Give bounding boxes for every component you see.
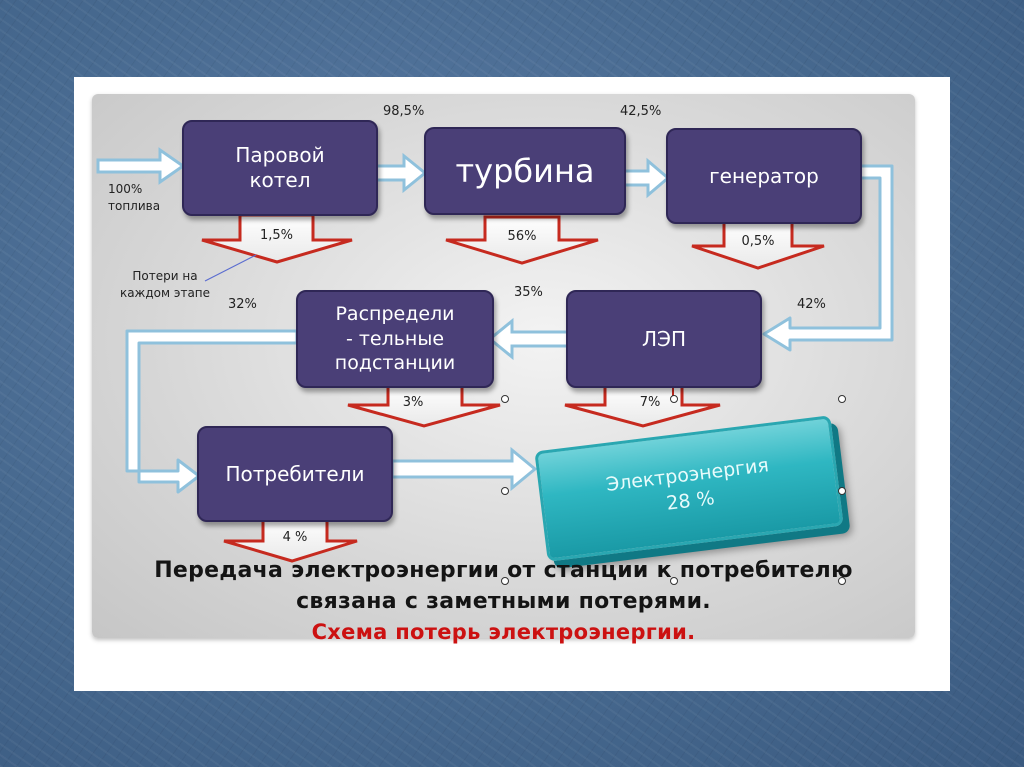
- turbine-label: турбина: [455, 152, 595, 190]
- selection-handle-top-mid[interactable]: [670, 395, 678, 403]
- loss-line-value: 7%: [639, 395, 661, 410]
- flow-arrow-generator-line: [762, 164, 894, 352]
- efficiency-generator: 42%: [797, 297, 826, 312]
- boiler-label-line1: Паровой: [235, 143, 325, 167]
- input-label-line1: 100%: [108, 182, 143, 196]
- loss-note-pointer: [204, 254, 257, 282]
- distribution-label-line1: Распредели: [335, 302, 455, 325]
- loss-arrow-boiler: [201, 213, 353, 264]
- loss-note-line1: Потери на: [132, 269, 198, 283]
- selection-handle-top-left[interactable]: [501, 395, 509, 403]
- flow-arrow-boiler-turbine: [374, 152, 428, 194]
- input-label: 100% топлива: [108, 181, 160, 216]
- flow-arrow-consumers-result: [390, 446, 538, 492]
- flow-arrow-distribution-consumers: [125, 329, 299, 494]
- loss-generator-value: 0,5%: [741, 234, 775, 249]
- input-arrow: [96, 147, 186, 185]
- result-value: 28 %: [665, 486, 716, 515]
- selection-handle-mid-left[interactable]: [501, 487, 509, 495]
- input-label-line2: топлива: [108, 199, 161, 214]
- generator-label: генератор: [709, 163, 819, 188]
- loss-note: Потери на каждом этапе: [110, 268, 220, 302]
- power-line-box: ЛЭП: [566, 290, 762, 388]
- efficiency-boiler: 98,5%: [383, 104, 425, 119]
- caption-line3: Схема потерь электроэнергии.: [311, 620, 696, 644]
- loss-turbine-value: 56%: [507, 229, 537, 244]
- efficiency-line: 35%: [514, 285, 543, 300]
- selection-handle-bottom-mid[interactable]: [670, 577, 678, 585]
- efficiency-distribution: 32%: [228, 297, 257, 312]
- distribution-box: Распредели - тельные подстанции: [296, 290, 494, 388]
- selection-handle-bottom-right[interactable]: [838, 577, 846, 585]
- power-line-label: ЛЭП: [641, 326, 687, 351]
- efficiency-turbine: 42,5%: [620, 104, 662, 119]
- loss-consumers-value: 4 %: [282, 530, 308, 545]
- boiler-label-line2: котел: [249, 168, 311, 192]
- caption-line1: Передача электроэнергии от станции к пот…: [154, 558, 853, 583]
- boiler-box: Паровой котел: [182, 120, 378, 216]
- flow-arrow-turbine-generator: [622, 157, 671, 199]
- loss-arrow-generator: [691, 219, 825, 270]
- consumers-label: Потребители: [225, 461, 365, 486]
- generator-box: генератор: [666, 128, 862, 224]
- flow-arrow-line-distribution: [487, 317, 570, 361]
- loss-arrow-turbine: [445, 215, 599, 265]
- selection-handle-top-right[interactable]: [838, 395, 846, 403]
- turbine-box: турбина: [424, 127, 626, 215]
- loss-boiler-value: 1,5%: [259, 228, 294, 243]
- loss-distribution-value: 3%: [402, 395, 424, 410]
- caption-line2: связана с заметными потерями.: [296, 589, 711, 614]
- loss-arrow-line: [564, 383, 721, 428]
- selection-handle-mid-right[interactable]: [838, 487, 846, 495]
- consumers-box: Потребители: [197, 426, 393, 522]
- selection-handle-bottom-left[interactable]: [501, 577, 509, 585]
- loss-arrow-distribution: [347, 383, 501, 428]
- loss-note-line2: каждом этапе: [119, 285, 211, 300]
- distribution-label-line3: подстанции: [334, 352, 456, 375]
- distribution-label-line2: - тельные: [345, 327, 445, 350]
